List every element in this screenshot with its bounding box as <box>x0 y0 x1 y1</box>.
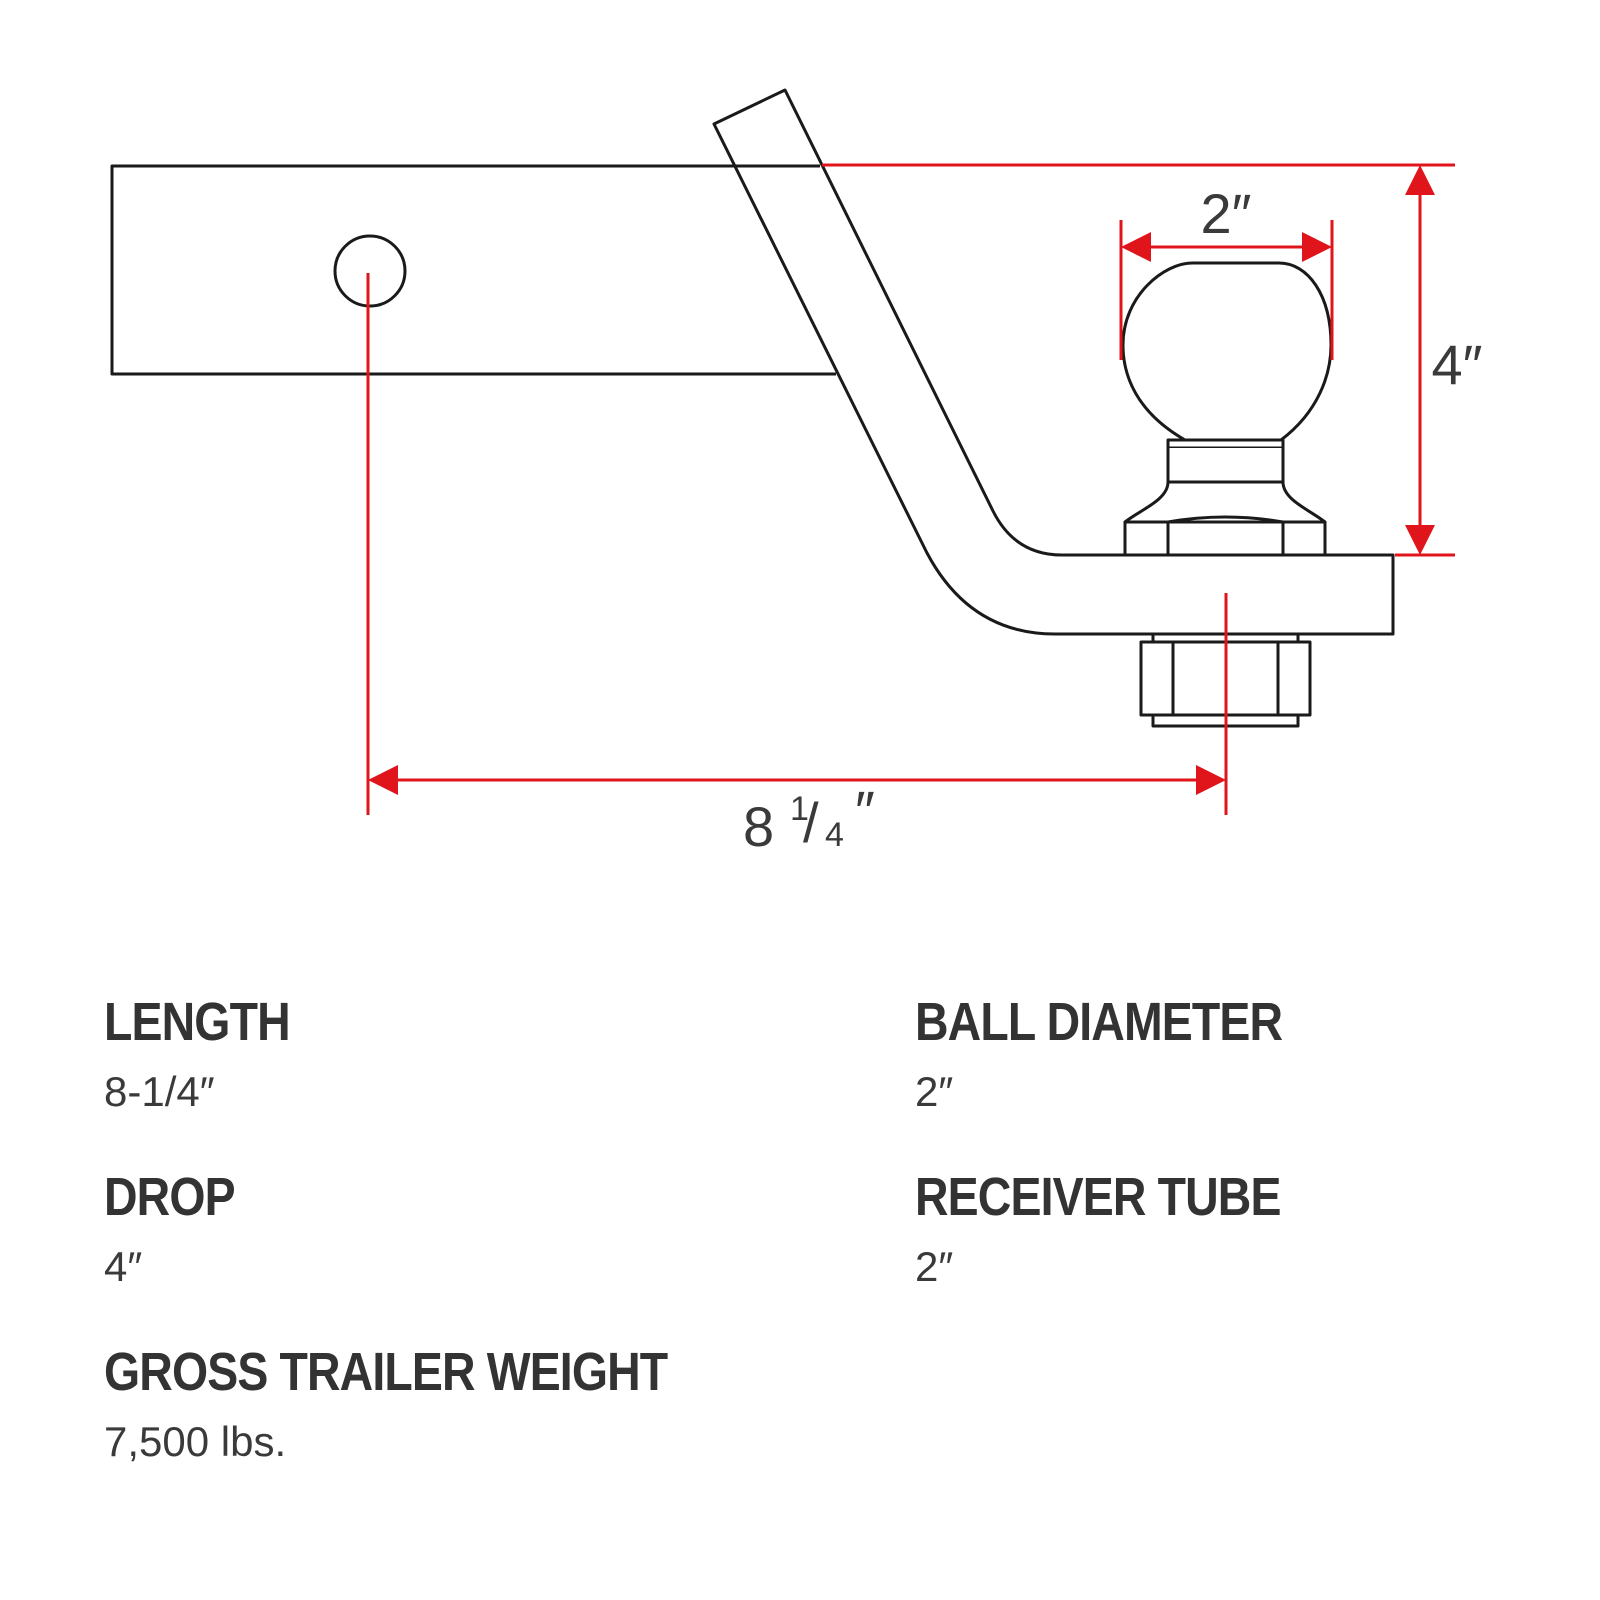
hitch-ball <box>1121 261 1333 557</box>
spec-drop-value: 4″ <box>104 1243 143 1290</box>
length-label-unit: ″ <box>855 779 875 842</box>
length-label-whole: 8 <box>743 795 774 858</box>
length-label-numerator: 1 <box>790 790 809 828</box>
spec-receiver-tube: RECEIVER TUBE 2″ <box>915 1170 1340 1288</box>
spec-length-title: LENGTH <box>104 992 291 1052</box>
spec-ball-diameter: BALL DIAMETER 2″ <box>915 995 1342 1113</box>
length-label-slash: / <box>803 791 819 854</box>
drop-dimension <box>822 163 1455 557</box>
spec-drop: DROP 4″ <box>104 1170 256 1288</box>
spec-ball-diameter-title: BALL DIAMETER <box>915 992 1283 1052</box>
spec-gross-trailer-weight-value: 7,500 lbs. <box>104 1418 287 1465</box>
spec-receiver-tube-title: RECEIVER TUBE <box>915 1167 1281 1227</box>
length-label-denominator: 4 <box>825 816 844 854</box>
spec-length-value: 8-1/4″ <box>104 1068 215 1115</box>
hitch-shank <box>110 164 836 376</box>
length-dimension <box>366 273 1228 815</box>
spec-ball-diameter-value: 2″ <box>915 1068 954 1115</box>
ball-width-dimension <box>1119 220 1334 360</box>
spec-gross-trailer-weight: GROSS TRAILER WEIGHT 7,500 lbs. <box>104 1345 759 1463</box>
pin-hole <box>333 234 407 308</box>
ball-mount-diagram: 2″ 4″ 8 1 / 4 ″ <box>110 88 1483 858</box>
spec-drop-title: DROP <box>104 1167 236 1227</box>
spec-gross-trailer-weight-title: GROSS TRAILER WEIGHT <box>104 1342 668 1402</box>
drop-label: 4″ <box>1432 333 1483 396</box>
spec-length: LENGTH 8-1/4″ <box>104 995 320 1113</box>
spec-receiver-tube-value: 2″ <box>915 1243 954 1290</box>
length-label: 8 1 / 4 ″ <box>743 779 875 858</box>
ball-width-label: 2″ <box>1201 182 1252 245</box>
